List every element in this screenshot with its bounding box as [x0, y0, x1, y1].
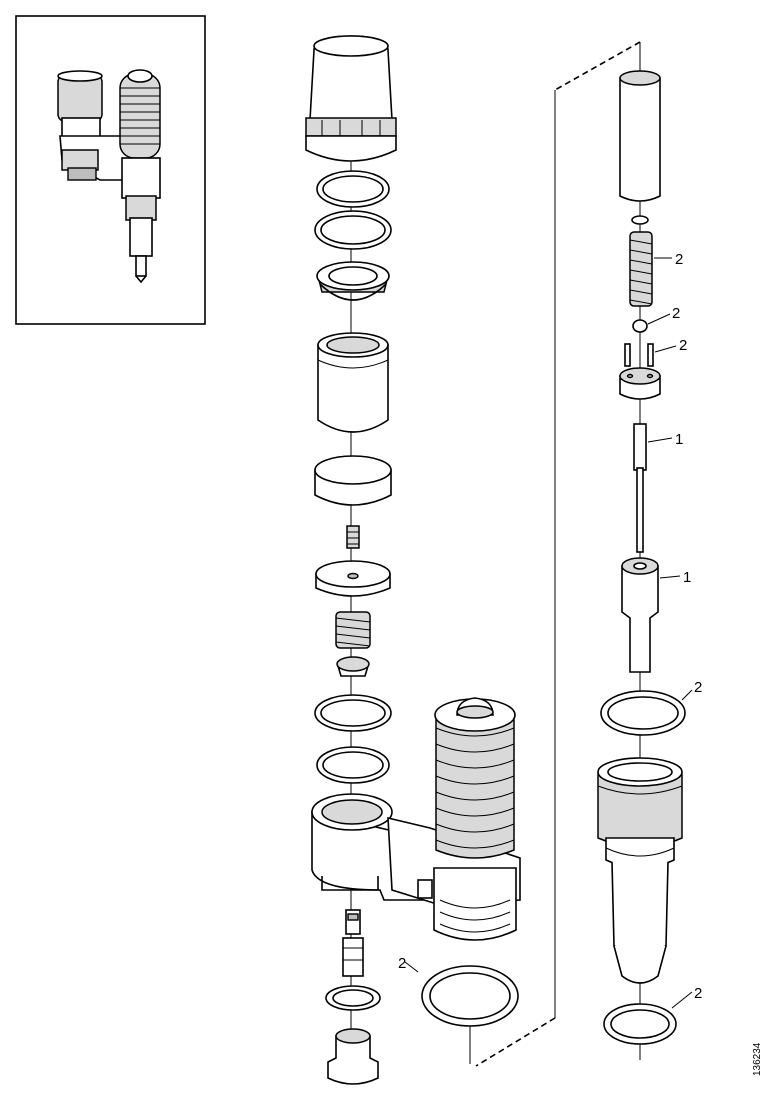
connector-line	[475, 41, 641, 1067]
pin	[345, 909, 361, 935]
figure-code: 136234	[752, 1042, 763, 1076]
armature-disc	[314, 455, 392, 506]
label-barrel: 1	[683, 569, 691, 586]
return-spring	[434, 697, 516, 859]
intermediate-disc	[619, 367, 661, 400]
nozzle-stack	[597, 42, 686, 1060]
label-plunger: 1	[675, 431, 683, 448]
o-ring-lower-left	[316, 746, 390, 784]
o-ring-upper-right	[600, 690, 686, 736]
label-o-ring-body: 2	[398, 955, 406, 972]
valve-spring	[335, 611, 371, 649]
label-o-ring-lower: 2	[694, 985, 702, 1002]
injector-body	[311, 697, 521, 941]
solenoid-stack	[305, 35, 397, 1050]
nut	[316, 261, 390, 301]
guide-pins	[624, 343, 654, 367]
label-pins: 2	[679, 337, 687, 354]
o-ring-lower-right	[603, 1003, 677, 1045]
screw	[346, 525, 360, 549]
inset-overview	[15, 15, 206, 325]
retaining-ring	[325, 985, 381, 1011]
spring-cup	[336, 656, 370, 677]
nozzle-holder	[597, 757, 683, 984]
o-ring-body	[404, 961, 519, 1064]
leader-lines	[647, 257, 693, 1009]
solenoid-cap	[305, 35, 397, 162]
armature-housing	[317, 332, 389, 433]
sealing-ring-1	[316, 170, 390, 208]
sealing-ring-2	[314, 210, 392, 250]
ball	[632, 319, 648, 333]
spring-seat-plate	[315, 560, 391, 597]
label-spring: 2	[675, 251, 683, 268]
cap-nut	[327, 1028, 379, 1085]
part-labels: 2 2 2 1 1 2 2 2	[398, 251, 702, 1002]
sleeve-tube	[619, 70, 661, 202]
lower-stack-left	[325, 909, 381, 1085]
pump-barrel	[621, 557, 659, 673]
unit-injector-overview-icon	[57, 69, 161, 284]
needle-spring	[629, 231, 653, 307]
label-ball: 2	[672, 305, 680, 322]
spacer-sleeve	[342, 937, 364, 977]
o-ring-upper-left	[314, 694, 392, 732]
label-o-ring-upper: 2	[694, 679, 702, 696]
small-washer	[631, 215, 649, 225]
plunger	[633, 423, 647, 553]
